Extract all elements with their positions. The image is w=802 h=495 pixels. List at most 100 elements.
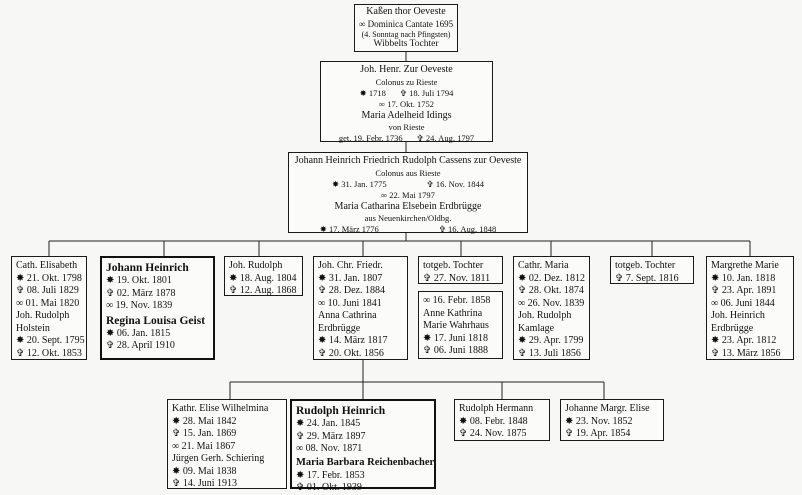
child-name: Joh. Chr. Friedr. <box>318 260 383 271</box>
child-marriage: ∞ 19. Nov. 1839 <box>106 300 173 311</box>
gen3-place: Colonus aus Rieste <box>375 167 441 178</box>
child-box-joh-chr-friedr: Joh. Chr. Friedr. ✸ 31. Jan. 1807 ✞ 28. … <box>313 256 408 360</box>
child-died: ✞ 23. Apr. 1891 <box>711 285 777 296</box>
spouse-surname: Erdbrügge <box>711 322 754 334</box>
spouse-died: ✞ 12. Okt. 1853 <box>16 347 82 359</box>
child-died: ✞ 02. März 1878 <box>106 287 176 299</box>
child-name: totgeb. Tochter <box>615 260 676 271</box>
grandchild-box-rudolph-hermann: Rudolph Hermann ✸ 08. Febr. 1848 ✞ 24. N… <box>454 399 550 441</box>
spouse-born: ✸ 29. Apr. 1799 <box>518 335 584 346</box>
grandchild-marriage: ∞ 21. Mai 1867 <box>172 440 236 452</box>
second-marriage-box: ∞ 16. Febr. 1858 Anne Kathrina Marie Wah… <box>418 291 503 359</box>
gen2-box: Joh. Henr. Zur Oeveste Colonus zu Rieste… <box>320 61 493 144</box>
gen1-spouse: Wibbelts Tochter <box>373 38 439 49</box>
spouse-died: ✞ 28. April 1910 <box>106 340 175 351</box>
grandchild-born: ✸ 23. Nov. 1852 <box>565 415 633 427</box>
second-spouse-died: ✞ 06. Juni 1888 <box>423 345 489 356</box>
spouse-born: ✸ 14. März 1817 <box>318 335 388 346</box>
spouse-died: ✞ 13. Juli 1856 <box>518 347 581 359</box>
grandchild-died: ✞ 29. März 1897 <box>296 430 366 442</box>
grandchild-born: ✸ 08. Febr. 1848 <box>459 415 528 427</box>
gen3-marriage: ∞ 22. Mai 1797 <box>381 189 435 200</box>
gen2-died: ✞ 18. Juli 1794 <box>399 87 454 98</box>
child-name: Margrethe Marie <box>711 260 779 271</box>
child-box-totgeb-tochter-1816: totgeb. Tochter ✞ 7. Sept. 1816 <box>610 256 694 284</box>
grandchild-died: ✞ 15. Jan. 1869 <box>172 428 237 439</box>
gen3-name: Johann Heinrich Friedrich Rudolph Cassen… <box>294 155 522 166</box>
gen2-place: Colonus zu Rieste <box>375 76 438 87</box>
child-died: ✞ 28. Okt. 1874 <box>518 285 584 296</box>
child-born: ✸ 21. Okt. 1798 <box>16 272 82 284</box>
spouse-name: Joh. Rudolph <box>518 310 572 321</box>
child-name: Johann Heinrich <box>106 262 189 274</box>
spouse-died: ✞ 14. Juni 1913 <box>172 478 238 489</box>
grandchild-born: ✸ 28. Mai 1842 <box>172 415 237 427</box>
grandchild-marriage: ∞ 08. Nov. 1871 <box>296 443 363 454</box>
child-died: ✞ 08. Juli 1829 <box>16 285 79 296</box>
gen3-spouse: Maria Catharina Elsebein Erdbrügge <box>334 200 482 212</box>
spouse-name: Anna Cathrina <box>318 310 377 321</box>
child-box-joh-rudolph: Joh. Rudolph ✸ 18. Aug. 1804 ✞ 12. Aug. … <box>224 256 303 296</box>
spouse-born: ✸ 17. Febr. 1853 <box>296 469 365 481</box>
second-spouse-surname: Marie Wahrhaus <box>423 320 489 331</box>
spouse-name: Jürgen Gerh. Schiering <box>172 453 265 464</box>
child-born: ✸ 31. Jan. 1807 <box>318 272 383 284</box>
child-marriage: ∞ 10. Juni 1841 <box>318 297 382 309</box>
grandchild-name: Johanne Margr. Elise <box>565 403 650 414</box>
child-died: ✞ 12. Aug. 1868 <box>229 285 297 296</box>
spouse-born: ✸ 06. Jan. 1815 <box>106 327 171 339</box>
child-died: ✞ 27. Nov. 1811 <box>423 272 491 284</box>
child-died: ✞ 28. Dez. 1884 <box>318 285 385 296</box>
child-box-margrethe-marie: Margrethe Marie ✸ 10. Jan. 1818 ✞ 23. Ap… <box>706 256 794 360</box>
gen2-spouse-dates: get. 19. Febr. 1736 ✞ 24. Aug. 1797 <box>325 133 488 144</box>
child-died: ✞ 7. Sept. 1816 <box>615 272 679 284</box>
gen3-spouse-died: ✞ 16. Aug. 1848 <box>438 224 497 234</box>
child-marriage: ∞ 06. Juni 1844 <box>711 297 775 309</box>
gen3-box: Johann Heinrich Friedrich Rudolph Cassen… <box>288 152 528 235</box>
child-born: ✸ 18. Aug. 1804 <box>229 272 297 284</box>
second-marriage-date: ∞ 16. Febr. 1858 <box>423 295 491 306</box>
gen2-spouse-died: ✞ 24. Aug. 1797 <box>416 133 475 143</box>
gen2-dates: ✸ 1718 ✞ 18. Juli 1794 <box>325 88 488 99</box>
gen1-marriage: ∞ Dominica Cantate 1695 <box>358 18 454 29</box>
gen2-spouse-place: von Rieste <box>388 122 425 132</box>
gen2-born: ✸ 1718 <box>359 87 386 98</box>
gen3-died: ✞ 16. Nov. 1844 <box>426 178 484 189</box>
grandchild-box-johanne-margr-elise: Johanne Margr. Elise ✸ 23. Nov. 1852 ✞ 1… <box>560 399 664 441</box>
spouse-surname: Kamlage <box>518 322 555 334</box>
child-marriage: ∞ 01. Mai 1820 <box>16 297 80 309</box>
child-name: totgeb. Tochter <box>423 260 484 271</box>
gen3-dates: ✸ 31. Jan. 1775 ✞ 16. Nov. 1844 <box>293 179 523 190</box>
grandchild-name: Kathr. Elise Wilhelmina <box>172 403 269 414</box>
gen2-name: Joh. Henr. Zur Oeveste <box>360 64 453 75</box>
child-name: Cath. Elisabeth <box>16 260 78 271</box>
spouse-name: Joh. Rudolph <box>16 310 70 321</box>
spouse-died: ✞ 13. März 1856 <box>711 347 781 359</box>
grandchild-died: ✞ 19. Apr. 1854 <box>565 428 631 439</box>
child-box-cath-elisabeth: Cath. Elisabeth ✸ 21. Okt. 1798 ✞ 08. Ju… <box>11 256 87 360</box>
second-spouse-born: ✸ 17. Juni 1818 <box>423 332 489 344</box>
spouse-died: ✞ 01. Okt. 1939 <box>296 482 362 493</box>
child-born: ✸ 10. Jan. 1818 <box>711 272 776 284</box>
grandchild-name: Rudolph Heinrich <box>296 405 386 417</box>
second-spouse-name: Anne Kathrina <box>423 307 483 319</box>
gen3-born: ✸ 31. Jan. 1775 <box>332 178 387 189</box>
spouse-born: ✸ 23. Apr. 1812 <box>711 335 777 346</box>
spouse-name: Joh. Heinrich <box>711 310 765 321</box>
child-box-johann-heinrich: Johann Heinrich ✸ 19. Okt. 1801 ✞ 02. Mä… <box>100 256 215 360</box>
child-name: Joh. Rudolph <box>229 260 283 271</box>
spouse-born: ✸ 20. Sept. 1795 <box>16 335 85 346</box>
gen2-marriage: ∞ 17. Okt. 1752 <box>379 98 434 109</box>
gen3-spouse-born: ✸ 17. März 1776 <box>319 224 379 234</box>
spouse-name: Maria Barbara Reichenbacher <box>296 456 435 468</box>
child-name: Cathr. Maria <box>518 260 569 271</box>
grandchild-box-kathr-elise-wilhelmina: Kathr. Elise Wilhelmina ✸ 28. Mai 1842 ✞… <box>167 399 287 489</box>
grandchild-died: ✞ 24. Nov. 1875 <box>459 428 527 439</box>
gen3-spouse-dates: ✸ 17. März 1776 ✞ 16. Aug. 1848 <box>293 224 523 235</box>
child-box-totgeb-tochter-1811: totgeb. Tochter ✞ 27. Nov. 1811 <box>418 256 503 284</box>
gen1-note: (4. Sonntag nach Pfingsten) <box>361 29 451 39</box>
grandchild-born: ✸ 24. Jan. 1845 <box>296 418 361 429</box>
gen2-spouse: Maria Adelheid Idings <box>361 109 452 121</box>
gen2-spouse-born: get. 19. Febr. 1736 <box>338 133 403 143</box>
